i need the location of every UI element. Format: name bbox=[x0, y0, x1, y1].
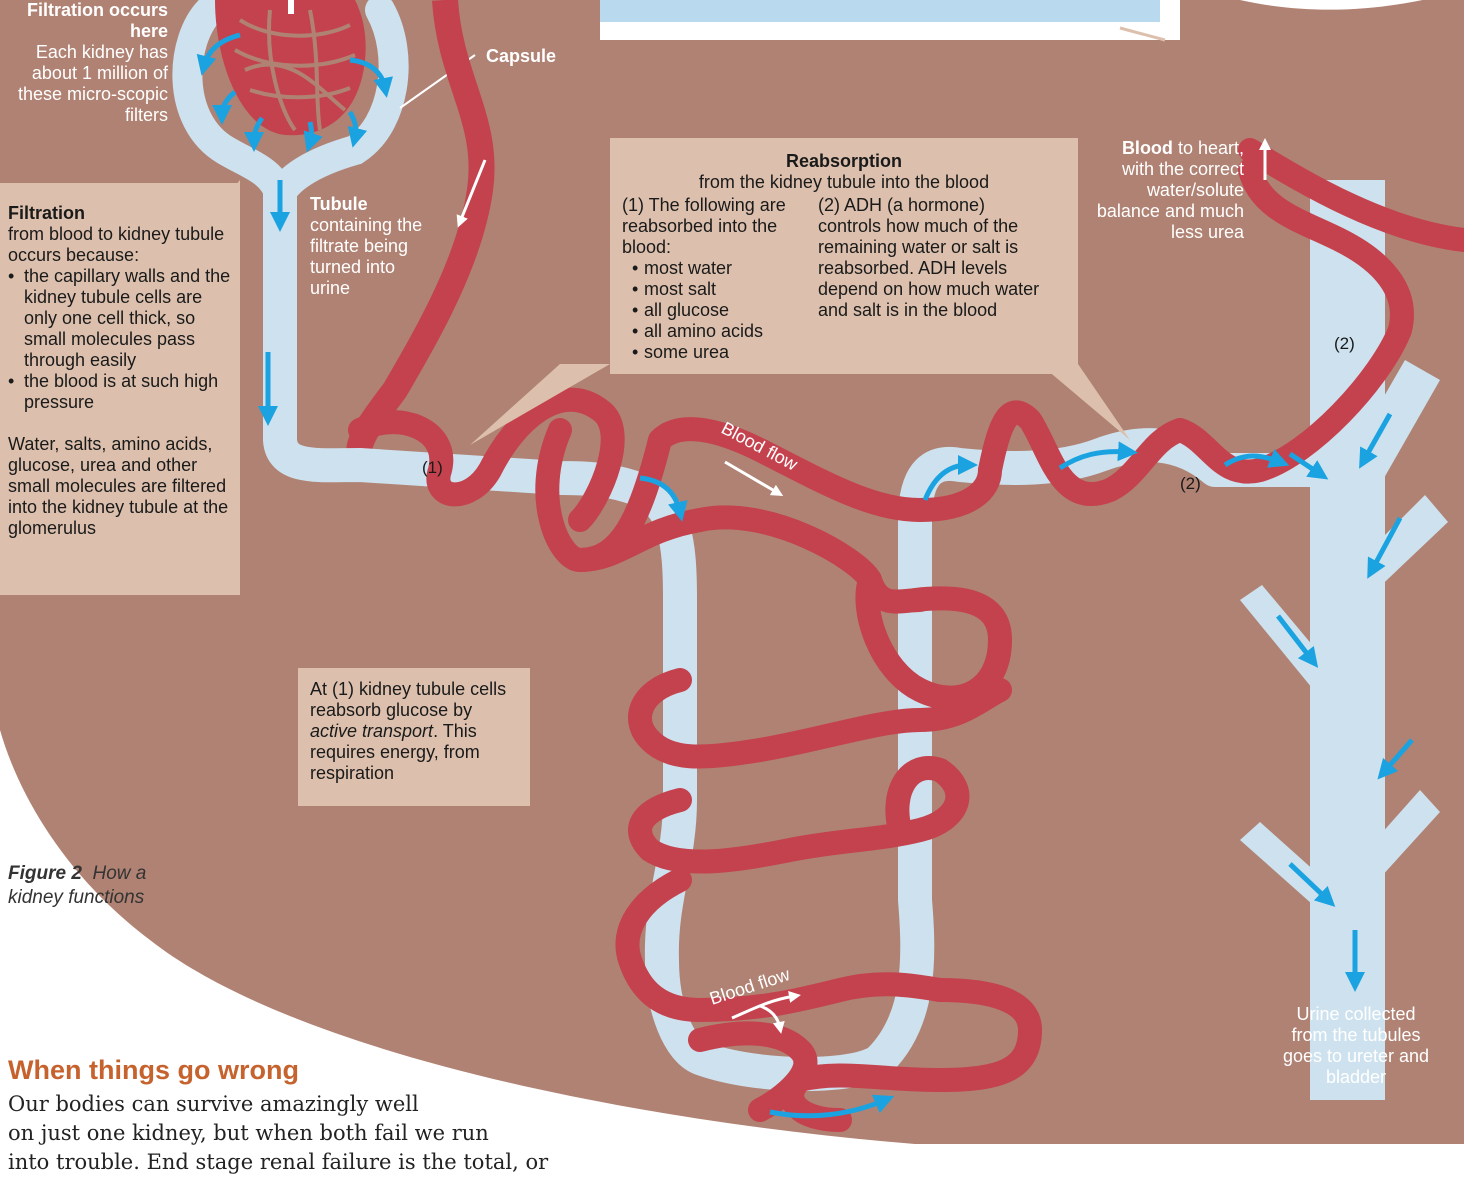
filtration-box-intro: from blood to kidney tubule occurs becau… bbox=[8, 224, 234, 266]
body-line: into trouble. End stage renal failure is… bbox=[8, 1148, 908, 1177]
filtration-site-label: Filtration occurs here Each kidney has a… bbox=[10, 0, 168, 126]
reabsorption-box: Reabsorption from the kidney tubule into… bbox=[610, 138, 1078, 374]
active-transport-em: active transport bbox=[310, 721, 433, 741]
filtration-site-text: Each kidney has about 1 million of these… bbox=[10, 42, 168, 126]
filtration-box: Filtration from blood to kidney tubule o… bbox=[0, 183, 240, 595]
label-two-duct: (2) bbox=[1334, 333, 1355, 354]
tubule-text: containing the filtrate being turned int… bbox=[310, 215, 430, 299]
active-transport-pre: At (1) kidney tubule cells reabsorb gluc… bbox=[310, 679, 506, 720]
reabsorbed-item: some urea bbox=[632, 342, 802, 363]
reabsorbed-item: all glucose bbox=[632, 300, 802, 321]
urine-label: Urine collected from the tubules goes to… bbox=[1276, 1004, 1436, 1088]
reabsorption-col2: (2) ADH (a hormone) controls how much of… bbox=[818, 195, 1046, 363]
active-transport-box: At (1) kidney tubule cells reabsorb gluc… bbox=[298, 668, 530, 806]
figure-caption-label: Figure 2 bbox=[8, 863, 82, 884]
reabsorbed-item: all amino acids bbox=[632, 321, 802, 342]
filtration-point: the blood is at such high pressure bbox=[8, 371, 234, 413]
blood-to-heart-title: Blood bbox=[1122, 138, 1173, 158]
kidney-diagram: Blood flow Blood flow Filtration occurs … bbox=[0, 0, 1464, 1144]
tubule-label: Tubule containing the filtrate being tur… bbox=[310, 194, 430, 299]
body-text: Our bodies can survive amazingly well on… bbox=[8, 1090, 908, 1177]
reabsorption-title: Reabsorption bbox=[622, 151, 1066, 172]
filtration-point: the capillary walls and the kidney tubul… bbox=[8, 266, 234, 371]
filtration-box-points: the capillary walls and the kidney tubul… bbox=[8, 266, 234, 413]
tubule-title: Tubule bbox=[310, 194, 430, 215]
label-one: (1) bbox=[422, 457, 443, 478]
filtration-box-summary: Water, salts, amino acids, glucose, urea… bbox=[8, 434, 234, 539]
reabsorbed-item: most salt bbox=[632, 279, 802, 300]
section-heading: When things go wrong bbox=[8, 1055, 299, 1086]
reabsorbed-items: most water most salt all glucose all ami… bbox=[632, 258, 802, 363]
capsule-label: Capsule bbox=[486, 46, 556, 67]
body-line: Our bodies can survive amazingly well bbox=[8, 1090, 908, 1119]
label-two-tubule: (2) bbox=[1180, 473, 1201, 494]
reabsorption-subtitle: from the kidney tubule into the blood bbox=[622, 172, 1066, 193]
reabsorption-col1: (1) The following are reabsorbed into th… bbox=[622, 195, 802, 363]
reabsorbed-item: most water bbox=[632, 258, 802, 279]
filtration-site-title: Filtration occurs here bbox=[10, 0, 168, 42]
reabsorption-col1-intro: (1) The following are reabsorbed into th… bbox=[622, 195, 802, 258]
blood-to-heart-label: Blood to heart, with the correct water/s… bbox=[1086, 138, 1244, 243]
figure-caption: Figure 2 How a kidney functions bbox=[8, 862, 178, 910]
filtration-box-title: Filtration bbox=[8, 203, 234, 224]
